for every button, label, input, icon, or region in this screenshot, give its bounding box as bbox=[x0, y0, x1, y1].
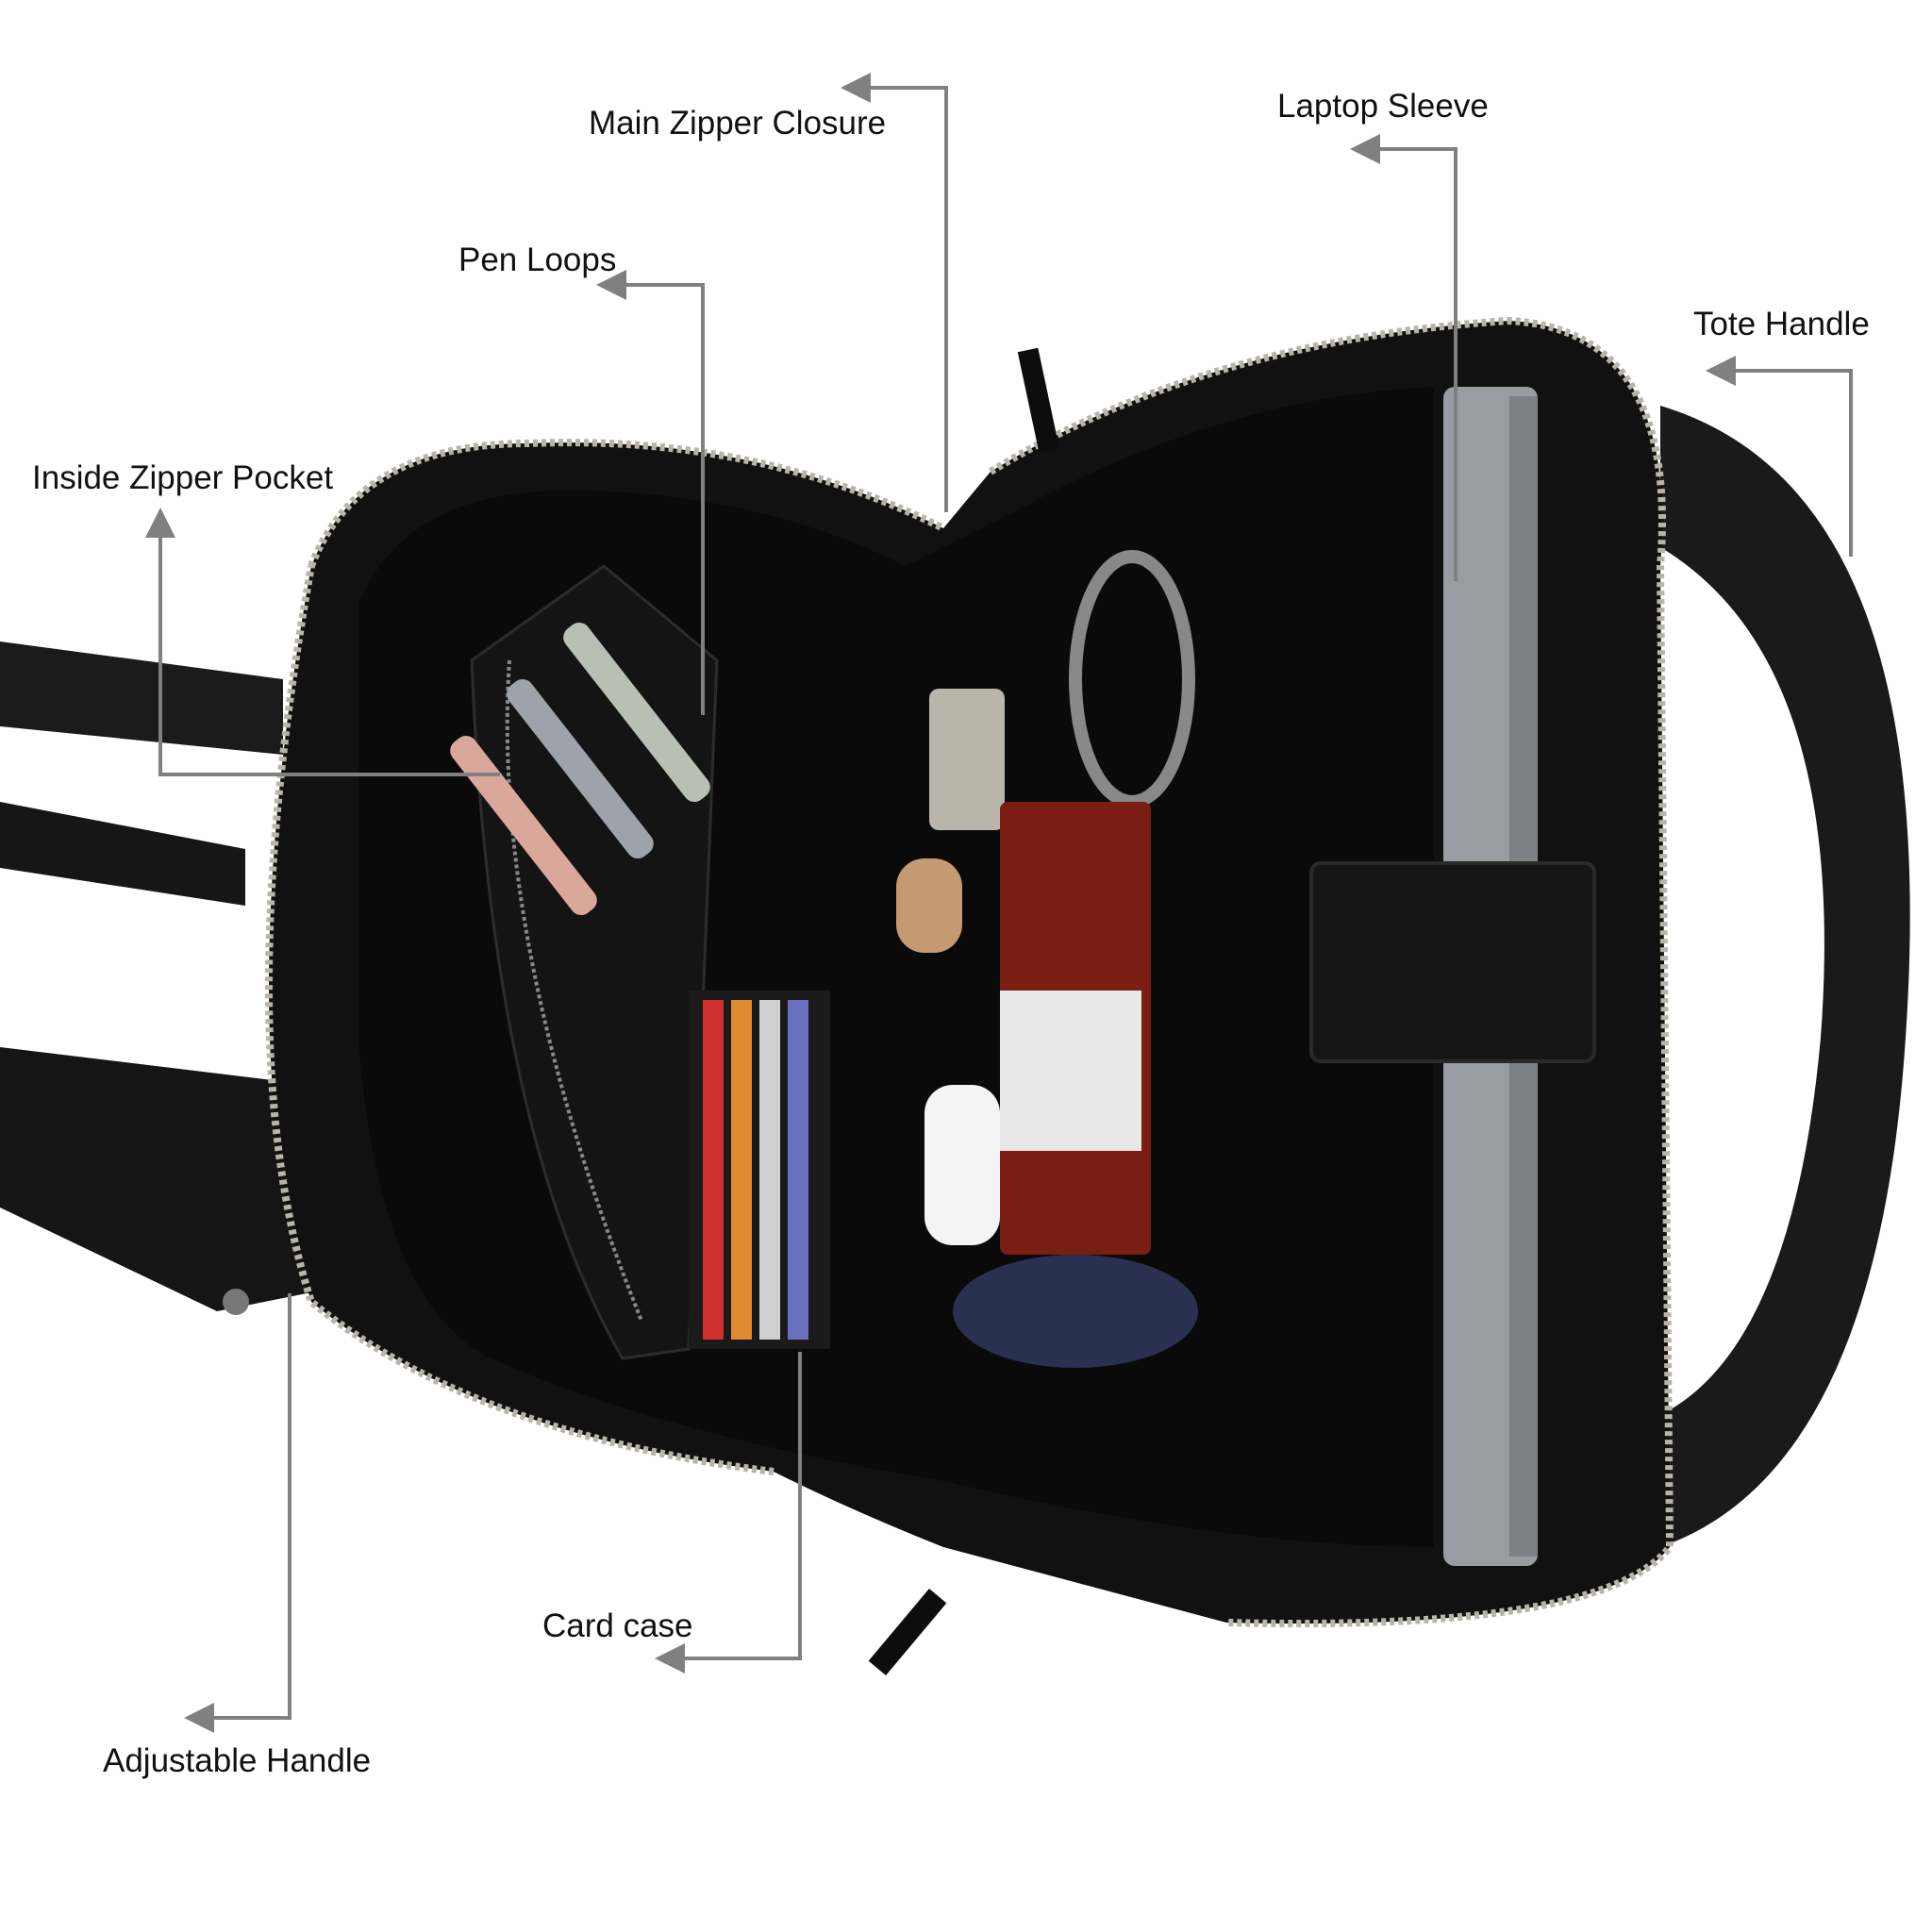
card-case bbox=[689, 991, 830, 1349]
laptop-strap bbox=[1309, 861, 1596, 1063]
zipper-pull-bottom bbox=[868, 1588, 947, 1676]
zipper-pull-top bbox=[1017, 347, 1060, 454]
label-adjustable-handle: Adjustable Handle bbox=[103, 1742, 372, 1779]
label-card-case: Card case bbox=[542, 1607, 693, 1644]
strap-buckle bbox=[223, 1289, 249, 1315]
pocket-zipper bbox=[505, 659, 643, 1322]
label-main-zipper-closure: Main Zipper Closure bbox=[589, 105, 887, 142]
lipstick bbox=[896, 858, 962, 953]
label-pen-loops: Pen Loops bbox=[458, 242, 617, 278]
zipper-track bbox=[265, 316, 1674, 1627]
label-laptop-sleeve: Laptop Sleeve bbox=[1277, 88, 1489, 125]
charger bbox=[929, 689, 1005, 830]
headphone-case bbox=[953, 1255, 1198, 1368]
notebook-band bbox=[1000, 991, 1141, 1151]
adjustable-handle-strap bbox=[0, 1047, 311, 1311]
inside-zipper-pocket bbox=[470, 564, 719, 1360]
label-tote-handle: Tote Handle bbox=[1693, 306, 1870, 342]
tote-handle bbox=[1660, 406, 1910, 1547]
left-strap-upper bbox=[0, 641, 283, 755]
left-strap-middle bbox=[0, 802, 245, 906]
label-inside-zipper-pocket: Inside Zipper Pocket bbox=[32, 459, 334, 496]
earbuds-case bbox=[924, 1085, 1000, 1245]
